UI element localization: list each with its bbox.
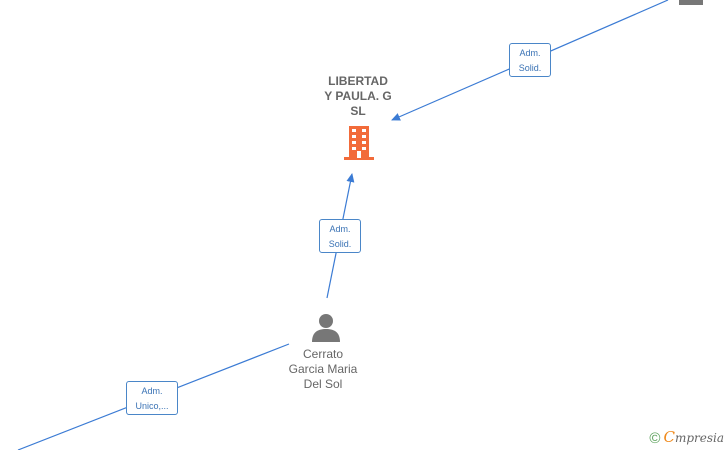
brand-logo-rest: mpresia xyxy=(674,431,724,445)
person-name[interactable]: Cerrato Garcia Maria Del Sol xyxy=(278,347,368,392)
edge-label-adm-unico[interactable]: Adm. Unico,... xyxy=(126,381,178,415)
company-name-line-2: Y PAULA. G xyxy=(324,89,392,103)
person-name-line-3: Del Sol xyxy=(303,377,343,391)
edge-label-line: Unico,... xyxy=(135,401,169,411)
brand-logo-initial: C xyxy=(663,428,675,446)
edge-label-adm-solid-middle[interactable]: Adm. Solid. xyxy=(319,219,361,253)
offscreen-person-icon[interactable] xyxy=(676,0,706,6)
company-name-line-1: LIBERTAD xyxy=(328,74,388,88)
building-icon[interactable] xyxy=(344,126,374,160)
brand-logo: Cmpresia xyxy=(663,428,724,446)
person-name-line-1: Cerrato xyxy=(302,347,343,361)
person-name-line-2: Garcia Maria xyxy=(288,362,358,376)
copyright-icon: © xyxy=(649,430,661,447)
edge-label-adm-solid-top[interactable]: Adm. Solid. xyxy=(509,43,551,77)
edge-label-line: Adm. xyxy=(519,48,541,58)
edge-label-line: Adm. xyxy=(329,224,351,234)
edge-label-line: Solid. xyxy=(328,239,352,249)
company-name-line-3: SL xyxy=(350,104,366,118)
edge-label-line: Adm. xyxy=(141,386,163,396)
company-name[interactable]: LIBERTAD Y PAULA. G SL xyxy=(308,74,408,119)
edge-label-line: Solid. xyxy=(518,63,542,73)
person-icon[interactable] xyxy=(311,313,341,343)
footer-brand: ©Cmpresia xyxy=(649,428,724,447)
